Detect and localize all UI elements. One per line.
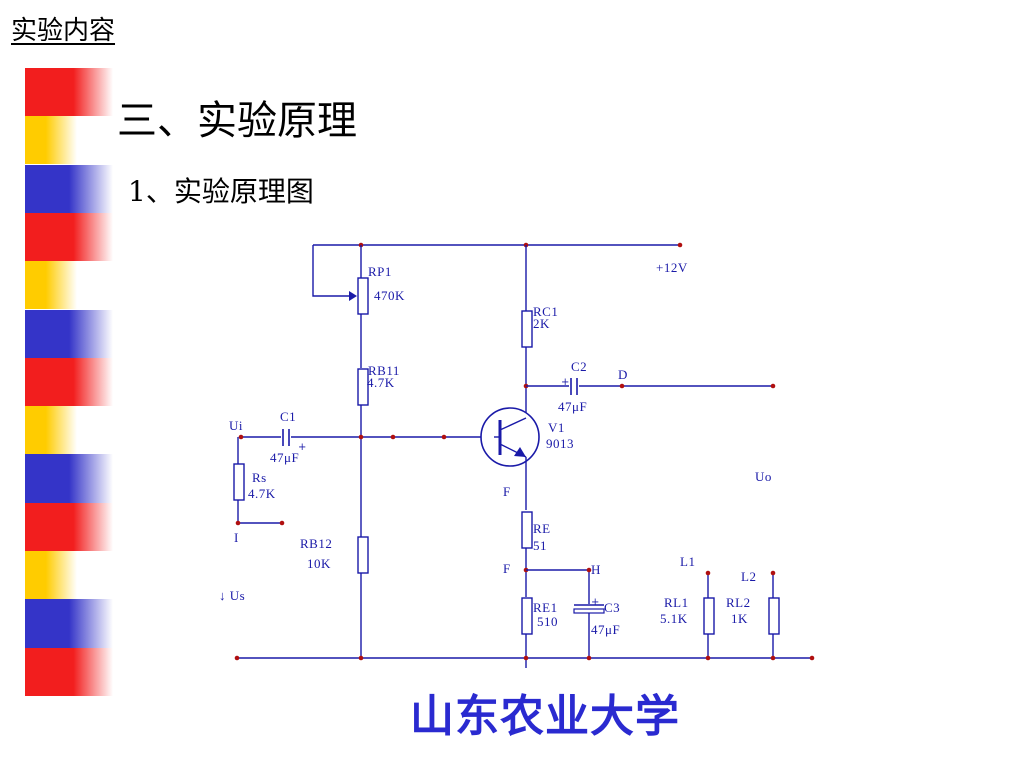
node-d-label: D [618, 367, 628, 382]
rp1-label: RP1 [368, 264, 392, 279]
l1-label: L1 [680, 554, 695, 569]
junction-dot [234, 655, 240, 661]
decoration-block [25, 68, 113, 116]
resistor-rl2 [768, 597, 780, 635]
transistor-collector [499, 417, 527, 431]
junction-dot [279, 520, 285, 526]
wiper-wire [312, 245, 350, 297]
junction-dot [358, 434, 364, 440]
junction-dot [235, 520, 241, 526]
rb11-label: RB11 [368, 363, 400, 378]
c3-polarity: + [591, 597, 599, 608]
ui-label: Ui [229, 418, 243, 433]
decorative-stripe [25, 68, 115, 698]
rb12-value-label: 10K [307, 556, 331, 571]
c3-label: C3 [604, 600, 620, 615]
resistor-rb12 [357, 536, 369, 574]
rs-value-label: 4.7K [248, 486, 276, 501]
junction-dot [619, 383, 625, 389]
c3-top-wire [526, 569, 590, 604]
rl1-value-label: 5.1K [660, 611, 688, 626]
wiper-arrow [349, 291, 357, 301]
junction-dot [358, 655, 364, 661]
decoration-block [25, 213, 113, 261]
junction-dot [523, 655, 529, 661]
c1-polarity: + [298, 442, 306, 453]
decoration-block [25, 406, 77, 454]
rc1-value-label: 2K [533, 316, 550, 331]
c2-value-label: 47μF [558, 399, 587, 414]
decoration-block [25, 165, 113, 219]
decoration-block [25, 551, 77, 599]
junction-dot [238, 434, 244, 440]
resistor-re1 [521, 597, 533, 635]
junction-dot [770, 655, 776, 661]
rb11-value-label: 4.7K [367, 375, 395, 390]
c2-label: C2 [571, 359, 587, 374]
v1-label: V1 [548, 420, 565, 435]
university-name: 山东农业大学 [410, 691, 680, 742]
junction-dot [705, 655, 711, 661]
slide-title: 三、实验原理 [117, 98, 357, 144]
c1-value-label: 47μF [270, 450, 299, 465]
resistor-rs [233, 463, 245, 501]
resistor-re [521, 511, 533, 549]
us-label: ↓ Us [219, 588, 245, 603]
c3-value-label: 47μF [591, 622, 620, 637]
junction-dot [586, 655, 592, 661]
l2-label: L2 [741, 569, 756, 584]
junction-dot [677, 242, 683, 248]
re1-label: RE1 [533, 600, 558, 615]
decoration-block [25, 648, 113, 696]
rp1-value-label: 470K [374, 288, 405, 303]
resistor-rl1 [703, 597, 715, 635]
re1-value-label: 510 [537, 614, 558, 629]
rl2-label: RL2 [726, 595, 751, 610]
junction-dot [770, 383, 776, 389]
transistor-v1 [480, 407, 540, 467]
junction-dot [441, 434, 447, 440]
rb12-label: RB12 [300, 536, 332, 551]
v1-value-label: 9013 [546, 436, 574, 451]
decoration-block [25, 310, 113, 364]
resistor-rc1 [521, 310, 533, 348]
c2-polarity: + [561, 377, 569, 388]
decoration-block [25, 503, 113, 551]
section-header: 实验内容 [11, 16, 116, 46]
rc1-label: RC1 [533, 304, 558, 319]
emitter-arrow [514, 447, 526, 457]
decoration-block [25, 358, 113, 406]
node-i-label: I [234, 530, 239, 545]
node-f2-label: F [503, 561, 511, 576]
junction-dot [705, 570, 711, 576]
decoration-block [25, 261, 77, 309]
supply-label: +12V [656, 260, 688, 275]
c3-plate-bottom [573, 608, 605, 614]
node-h-label: H [591, 562, 601, 577]
decoration-block [25, 116, 77, 164]
decoration-block [25, 454, 113, 508]
junction-dot [809, 655, 815, 661]
rl1-label: RL1 [664, 595, 689, 610]
c1-label: C1 [280, 409, 296, 424]
junction-dot [586, 567, 592, 573]
decoration-block [25, 599, 113, 653]
junction-dot [770, 570, 776, 576]
uo-label: Uo [755, 469, 772, 484]
resistor-rb11 [357, 368, 369, 406]
re-label: RE [533, 521, 551, 536]
rl2-value-label: 1K [731, 611, 748, 626]
junction-dot [390, 434, 396, 440]
re-value-label: 51 [533, 538, 547, 553]
rs-label: Rs [252, 470, 267, 485]
node-f1-label: F [503, 484, 511, 499]
potentiometer-rp1 [357, 277, 369, 315]
slide-subtitle: 1、实验原理图 [128, 175, 314, 208]
